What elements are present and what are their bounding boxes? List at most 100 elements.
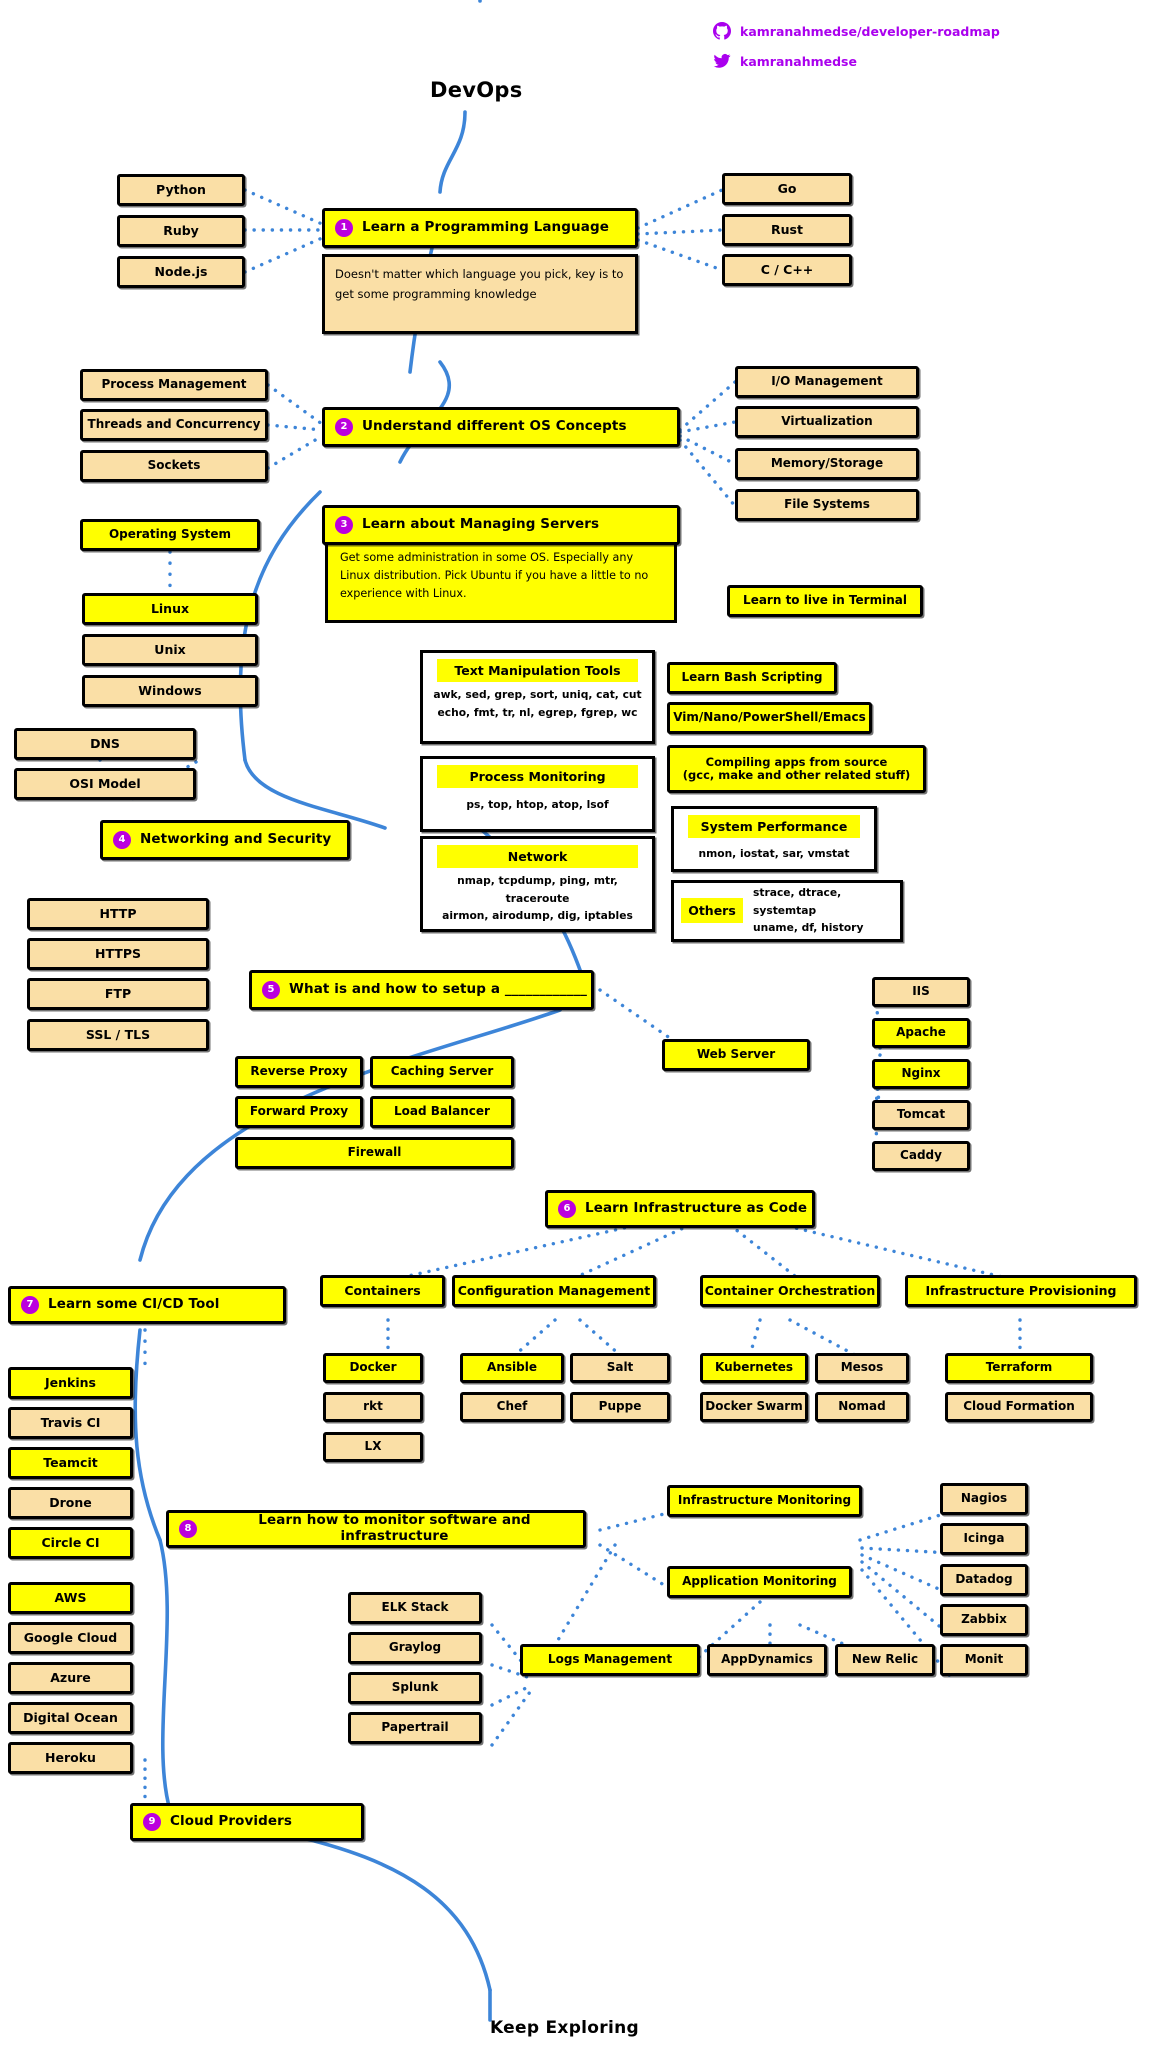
node-ssl-tls[interactable]: SSL / TLS <box>27 1019 209 1051</box>
node-graylog[interactable]: Graylog <box>348 1632 482 1664</box>
step-9-cloud-providers[interactable]: 9 Cloud Providers <box>130 1803 364 1841</box>
node-unix[interactable]: Unix <box>82 634 258 666</box>
node-threads-and-concurrency[interactable]: Threads and Concurrency <box>80 409 268 441</box>
node-virtualization[interactable]: Virtualization <box>735 406 919 438</box>
step-4-label: Networking and Security <box>140 831 332 848</box>
node-tomcat[interactable]: Tomcat <box>872 1100 970 1130</box>
node-osi-model[interactable]: OSI Model <box>14 768 196 800</box>
node-windows[interactable]: Windows <box>82 675 258 707</box>
node-file-systems[interactable]: File Systems <box>735 489 919 521</box>
node-ansible[interactable]: Ansible <box>460 1353 564 1383</box>
node-docker[interactable]: Docker <box>323 1353 423 1383</box>
node-python[interactable]: Python <box>117 174 245 206</box>
node-firewall[interactable]: Firewall <box>235 1137 514 1169</box>
node-application-monitoring[interactable]: Application Monitoring <box>667 1566 852 1598</box>
node-rkt[interactable]: rkt <box>323 1392 423 1422</box>
step-9-label: Cloud Providers <box>170 1813 293 1830</box>
step-7-learn-some-cicd-tool[interactable]: 7 Learn some CI/CD Tool <box>8 1286 286 1324</box>
node-teamcity[interactable]: Teamcit <box>8 1447 133 1479</box>
group-others: Others strace, dtrace, systemtap uname, … <box>671 880 903 942</box>
node-linux[interactable]: Linux <box>82 593 258 625</box>
node-heroku[interactable]: Heroku <box>8 1742 133 1774</box>
step-6-label: Learn Infrastructure as Code <box>585 1200 808 1217</box>
node-drone[interactable]: Drone <box>8 1487 133 1519</box>
node-learn-bash-scripting[interactable]: Learn Bash Scripting <box>667 662 837 694</box>
node-docker-swarm[interactable]: Docker Swarm <box>700 1392 808 1422</box>
node-lx[interactable]: LX <box>323 1432 423 1462</box>
node-reverse-proxy[interactable]: Reverse Proxy <box>235 1056 363 1088</box>
node-forward-proxy[interactable]: Forward Proxy <box>235 1096 363 1128</box>
node-nagios[interactable]: Nagios <box>940 1483 1028 1515</box>
node-logs-management[interactable]: Logs Management <box>520 1644 700 1676</box>
node-iis[interactable]: IIS <box>872 977 970 1007</box>
node-ftp[interactable]: FTP <box>27 978 209 1010</box>
node-http[interactable]: HTTP <box>27 898 209 930</box>
step-1-badge: 1 <box>335 219 353 237</box>
step-6-learn-infrastructure-as-code[interactable]: 6 Learn Infrastructure as Code <box>545 1190 815 1228</box>
node-splunk[interactable]: Splunk <box>348 1672 482 1704</box>
node-puppet[interactable]: Puppe <box>570 1392 670 1422</box>
node-elk-stack[interactable]: ELK Stack <box>348 1592 482 1624</box>
node-icinga[interactable]: Icinga <box>940 1523 1028 1555</box>
node-mesos[interactable]: Mesos <box>815 1353 909 1383</box>
node-circle-ci[interactable]: Circle CI <box>8 1527 133 1559</box>
github-link[interactable]: kamranahmedse/developer-roadmap <box>713 22 1000 40</box>
step-2-understand-different-os-concepts[interactable]: 2 Understand different OS Concepts <box>322 407 680 447</box>
node-azure[interactable]: Azure <box>8 1662 133 1694</box>
step-7-label: Learn some CI/CD Tool <box>48 1296 220 1313</box>
node-zabbix[interactable]: Zabbix <box>940 1604 1028 1636</box>
node-infrastructure-monitoring[interactable]: Infrastructure Monitoring <box>667 1485 862 1517</box>
node-io-management[interactable]: I/O Management <box>735 366 919 398</box>
node-editors[interactable]: Vim/Nano/PowerShell/Emacs <box>667 702 872 734</box>
node-containers[interactable]: Containers <box>320 1275 445 1307</box>
step-3-label: Learn about Managing Servers <box>362 516 600 533</box>
node-compiling-apps-from-source[interactable]: Compiling apps from source(gcc, make and… <box>667 745 926 793</box>
node-operating-system[interactable]: Operating System <box>80 519 260 551</box>
node-datadog[interactable]: Datadog <box>940 1564 1028 1596</box>
step-4-networking-and-security[interactable]: 4 Networking and Security <box>100 820 350 860</box>
step-8-badge: 8 <box>179 1520 197 1538</box>
node-cloud-formation[interactable]: Cloud Formation <box>945 1392 1093 1422</box>
node-salt[interactable]: Salt <box>570 1353 670 1383</box>
step-3-learn-about-managing-servers[interactable]: 3 Learn about Managing Servers <box>322 505 680 545</box>
node-jenkins[interactable]: Jenkins <box>8 1367 133 1399</box>
step-5-what-is-and-how-to-setup-a[interactable]: 5 What is and how to setup a ___________… <box>249 970 594 1010</box>
node-nomad[interactable]: Nomad <box>815 1392 909 1422</box>
node-infrastructure-provisioning[interactable]: Infrastructure Provisioning <box>905 1275 1137 1307</box>
node-terraform[interactable]: Terraform <box>945 1353 1093 1383</box>
node-nginx[interactable]: Nginx <box>872 1059 970 1089</box>
step-1-learn-a-programming-language[interactable]: 1 Learn a Programming Language <box>322 208 638 248</box>
node-configuration-management[interactable]: Configuration Management <box>452 1275 656 1307</box>
node-web-server[interactable]: Web Server <box>662 1039 810 1071</box>
group-process-monitoring-title: Process Monitoring <box>437 765 638 788</box>
node-nodejs[interactable]: Node.js <box>117 256 245 288</box>
node-google-cloud[interactable]: Google Cloud <box>8 1622 133 1654</box>
node-load-balancer[interactable]: Load Balancer <box>370 1096 514 1128</box>
node-appdynamics[interactable]: AppDynamics <box>707 1644 827 1676</box>
node-caching-server[interactable]: Caching Server <box>370 1056 514 1088</box>
node-go[interactable]: Go <box>722 173 852 205</box>
node-kubernetes[interactable]: Kubernetes <box>700 1353 808 1383</box>
node-dns[interactable]: DNS <box>14 728 196 760</box>
step-8-learn-how-to-monitor[interactable]: 8 Learn how to monitor software and infr… <box>166 1510 586 1548</box>
node-sockets[interactable]: Sockets <box>80 450 268 482</box>
node-learn-to-live-in-terminal[interactable]: Learn to live in Terminal <box>727 585 923 617</box>
node-new-relic[interactable]: New Relic <box>835 1644 935 1676</box>
node-rust[interactable]: Rust <box>722 214 852 246</box>
node-ruby[interactable]: Ruby <box>117 215 245 247</box>
node-travis-ci[interactable]: Travis CI <box>8 1407 133 1439</box>
node-caddy[interactable]: Caddy <box>872 1141 970 1171</box>
group-item: strace, dtrace, systemtap <box>753 886 842 917</box>
twitter-link[interactable]: kamranahmedse <box>713 52 857 70</box>
node-process-management[interactable]: Process Management <box>80 369 268 401</box>
node-https[interactable]: HTTPS <box>27 938 209 970</box>
node-container-orchestration[interactable]: Container Orchestration <box>700 1275 880 1307</box>
node-aws[interactable]: AWS <box>8 1582 133 1614</box>
node-apache[interactable]: Apache <box>872 1018 970 1048</box>
node-monit[interactable]: Monit <box>940 1644 1028 1676</box>
node-digital-ocean[interactable]: Digital Ocean <box>8 1702 133 1734</box>
node-c-cpp[interactable]: C / C++ <box>722 254 852 286</box>
node-chef[interactable]: Chef <box>460 1392 564 1422</box>
node-memory-storage[interactable]: Memory/Storage <box>735 448 919 480</box>
node-papertrail[interactable]: Papertrail <box>348 1712 482 1744</box>
